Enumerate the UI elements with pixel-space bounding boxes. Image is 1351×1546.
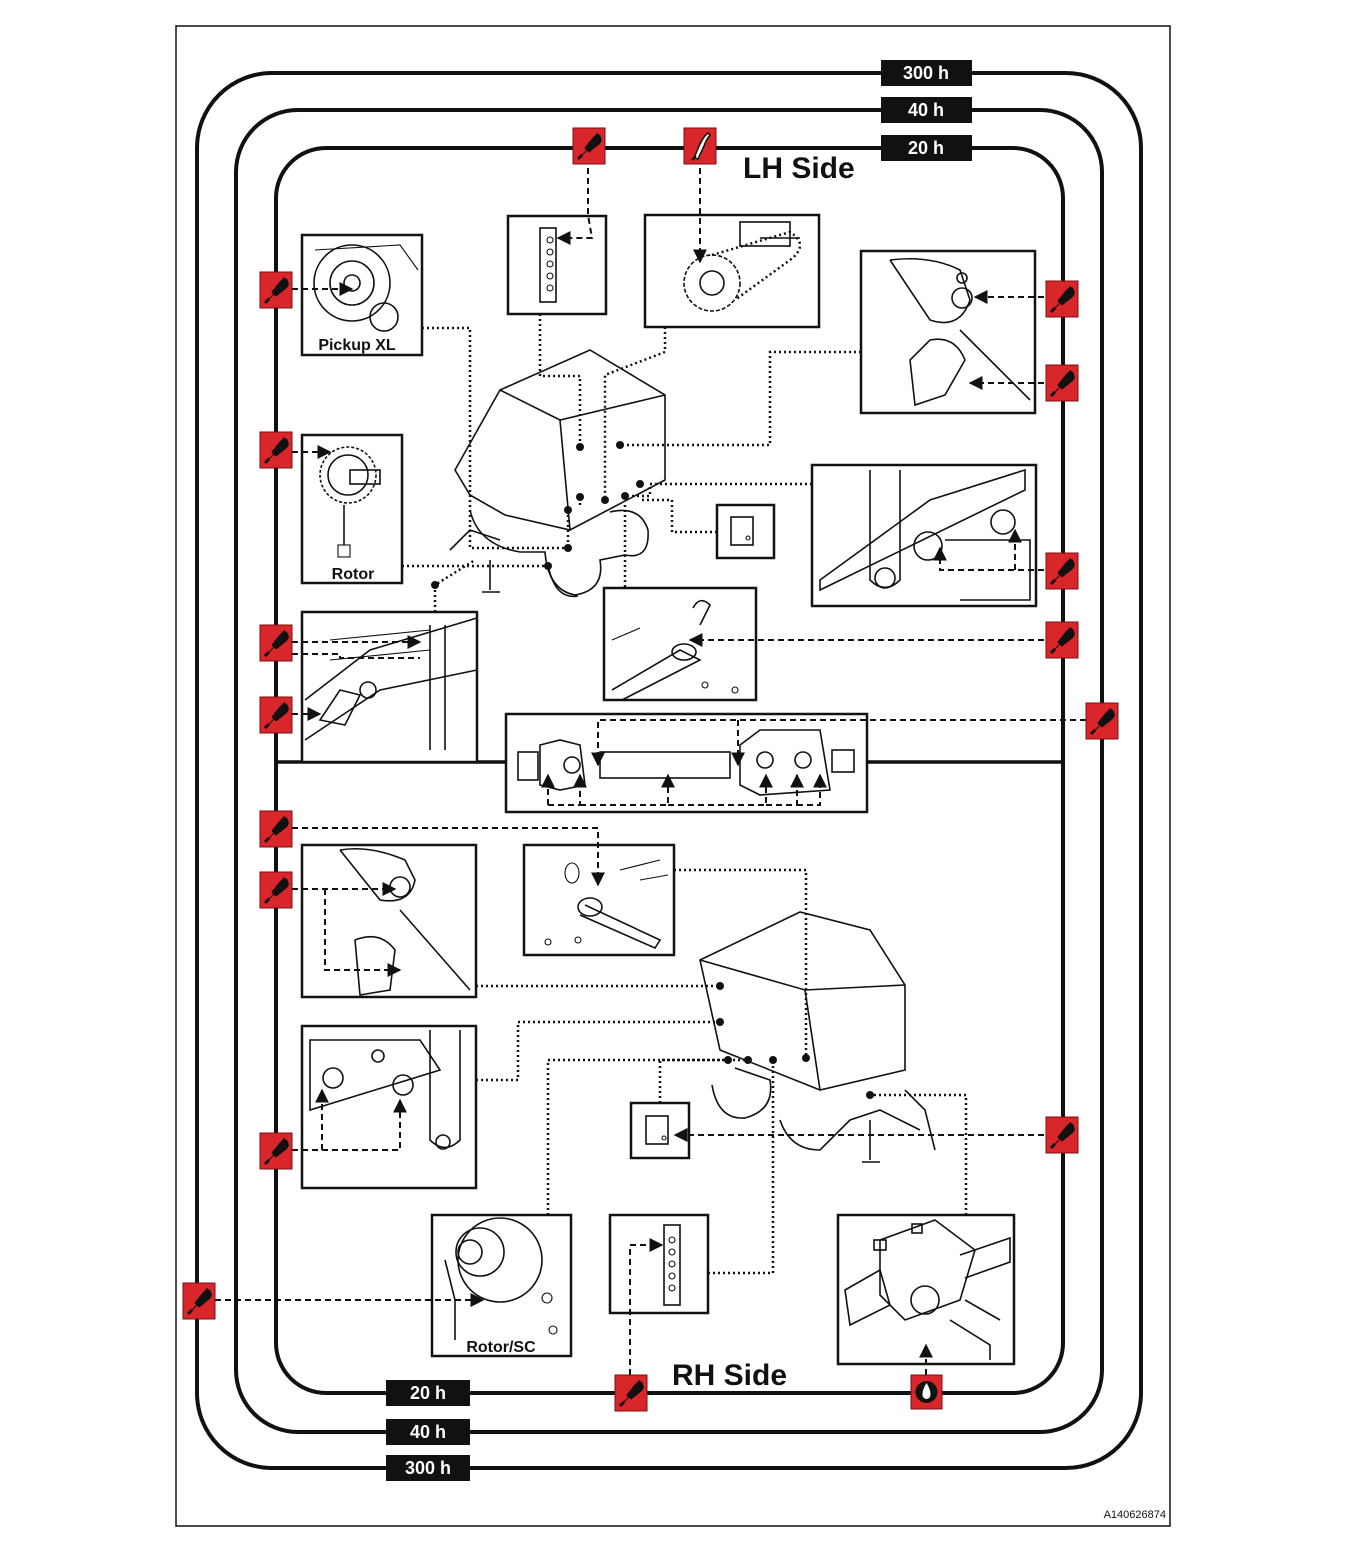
- caption-rotor-sc: Rotor/SC: [466, 1339, 536, 1356]
- detail-small-block-rh: [631, 1103, 689, 1158]
- interval-tag-20h-top: 20 h: [881, 135, 972, 161]
- caption-rotor: Rotor: [332, 566, 375, 583]
- caption-pickup: Pickup XL: [318, 337, 396, 354]
- detail-arm-pivots-lh: [861, 251, 1035, 413]
- lh-side-title: LH Side: [743, 152, 855, 185]
- grease-gun-icon: [183, 1283, 215, 1319]
- interval-tag-20h-bottom: 20 h: [386, 1380, 470, 1406]
- detail-cylinder-rh: [524, 845, 674, 955]
- baler-outline-rh: [700, 912, 935, 1162]
- oil-can-icon: [684, 128, 716, 164]
- detail-arm-pivots-rh: [302, 845, 476, 997]
- detail-hinge-lh: [302, 612, 477, 762]
- detail-tensioner-rh: [302, 1026, 476, 1188]
- svg-text:40 h: 40 h: [410, 1422, 446, 1442]
- grease-gun-icon: [1046, 1117, 1078, 1153]
- detail-driveline: [506, 714, 867, 812]
- interval-tag-40h-bottom: 40 h: [386, 1419, 470, 1445]
- rh-side-title: RH Side: [672, 1359, 787, 1392]
- grease-gun-icon: [260, 1133, 292, 1169]
- grease-gun-icon: [260, 272, 292, 308]
- detail-cylinder-lh: [604, 588, 756, 700]
- grease-gun-icon: [1086, 703, 1118, 739]
- grease-gun-icon: [260, 872, 292, 908]
- grease-gun-icon: [1046, 553, 1078, 589]
- detail-grease-bank-rh: [610, 1215, 708, 1313]
- svg-text:20 h: 20 h: [908, 138, 944, 158]
- baler-outline-lh: [450, 350, 665, 596]
- interval-tag-300h-bottom: 300 h: [386, 1455, 470, 1481]
- grease-gun-icon: [260, 432, 292, 468]
- detail-small-block-lh: [717, 505, 774, 558]
- figure-reference: A140626874: [1104, 1509, 1166, 1521]
- svg-text:20 h: 20 h: [410, 1383, 446, 1403]
- grease-gun-icon: [260, 811, 292, 847]
- detail-chain-drive: [645, 215, 819, 327]
- grease-gun-icon: [1046, 281, 1078, 317]
- grease-gun-icon: [260, 697, 292, 733]
- grease-gun-icon: [260, 625, 292, 661]
- interval-tag-40h-top: 40 h: [881, 97, 972, 123]
- detail-gearbox: [838, 1215, 1014, 1364]
- detail-pickup-xl: Pickup XL: [302, 235, 422, 355]
- grease-gun-icon: [573, 128, 605, 164]
- grease-gun-icon: [1046, 622, 1078, 658]
- svg-text:300 h: 300 h: [405, 1458, 451, 1478]
- svg-text:300 h: 300 h: [903, 63, 949, 83]
- svg-text:40 h: 40 h: [908, 100, 944, 120]
- detail-rotor: Rotor: [302, 435, 402, 583]
- oil-drop-icon: [911, 1375, 942, 1409]
- grease-gun-icon: [615, 1375, 647, 1411]
- interval-tag-300h-top: 300 h: [881, 60, 972, 86]
- detail-rotor-sc: Rotor/SC: [432, 1215, 571, 1356]
- detail-tensioner-lh: [812, 465, 1036, 606]
- grease-gun-icon: [1046, 365, 1078, 401]
